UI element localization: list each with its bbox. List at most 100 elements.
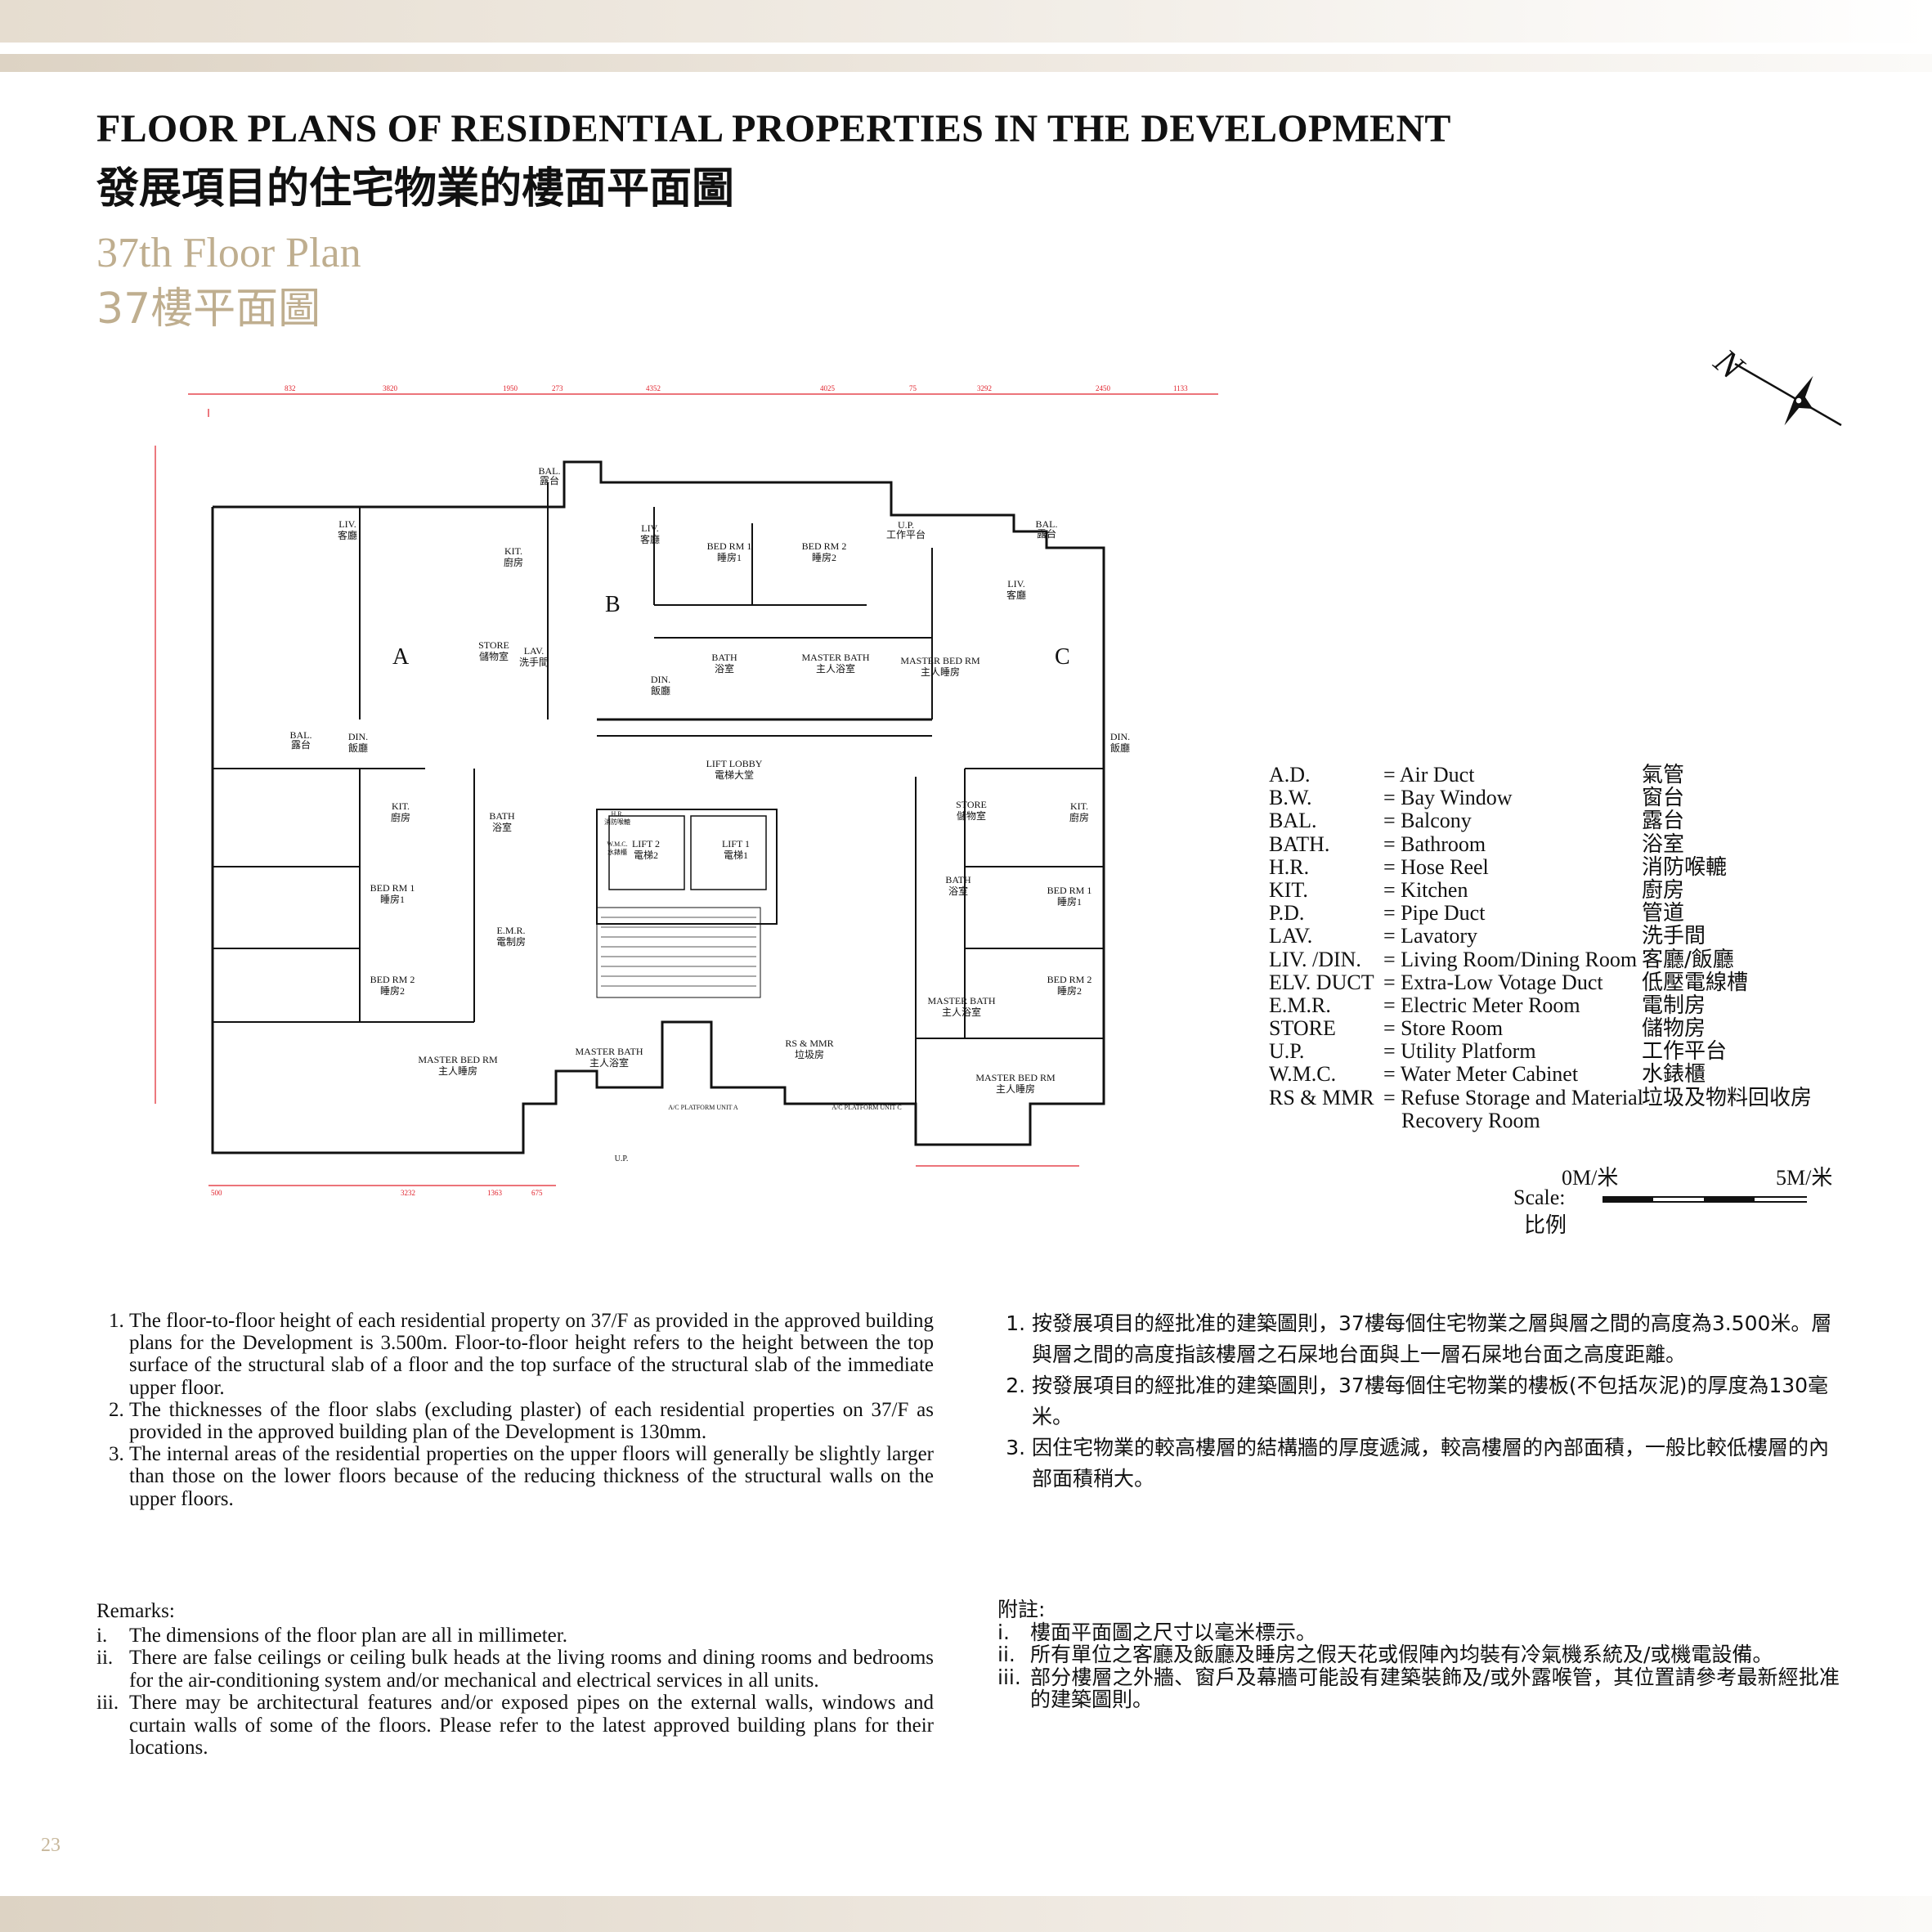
room-label: DIN. [651, 674, 670, 685]
legend-zh: 儲物房 [1642, 1016, 1706, 1042]
room-label: 廚房 [391, 811, 410, 823]
room-label: A/C PLATFORM UNIT A [668, 1104, 738, 1111]
remark-item: iii.There may be architectural features … [96, 1692, 934, 1759]
room-label: BED RM 1 [707, 540, 752, 552]
room-label: 主人浴室 [942, 1006, 981, 1018]
unit-labels: A B C [392, 592, 1070, 670]
legend-def: = Utility Platform [1383, 1039, 1536, 1064]
legend-def: = Extra-Low Votage Duct [1383, 970, 1603, 994]
stair-treads [601, 917, 756, 987]
legend-zh: 水錶櫃 [1642, 1062, 1706, 1087]
room-label: 主人睡房 [921, 666, 960, 678]
remark-item: ii.There are false ceilings or ceiling b… [96, 1647, 934, 1692]
note-item: 按發展項目的經批准的建築圖則，37樓每個住宅物業的樓板(不包括灰泥)的厚度為13… [1032, 1370, 1840, 1432]
legend-zh: 氣管 [1642, 763, 1685, 787]
room-label: 露台 [291, 738, 311, 751]
legend-zh: 露台 [1642, 809, 1685, 834]
top-dimensions: 832 3820 1950 273 4352 4025 75 3292 2450… [285, 384, 1188, 392]
room-label: MASTER BED RM [975, 1072, 1056, 1083]
room-label: 主人睡房 [438, 1065, 477, 1077]
note-item: The thicknesses of the floor slabs (excl… [129, 1399, 934, 1443]
room-label: 廚房 [504, 556, 523, 568]
legend-def: = Hose Reel [1383, 854, 1489, 879]
legend-def: = Kitchen [1383, 877, 1468, 902]
room-label: BATH [711, 652, 737, 663]
remark-item: i.The dimensions of the floor plan are a… [96, 1624, 567, 1647]
dim-label: 1950 [503, 384, 518, 392]
legend-def: = Water Meter Cabinet [1383, 1062, 1579, 1087]
dim-label: 3820 [383, 384, 398, 392]
room-label: 睡房1 [1057, 895, 1082, 908]
room-label: 飯廳 [1110, 742, 1130, 754]
floor-plan-subtitle-zh: 37樓平面圖 [96, 285, 321, 334]
room-label: 睡房2 [380, 984, 405, 997]
unit-label-b: B [605, 592, 621, 617]
room-label: KIT. [392, 800, 410, 812]
room-label: LIFT 2 [632, 838, 660, 849]
room-label: RS & MMR [785, 1038, 833, 1049]
legend-abbr: LIV. /DIN. [1269, 947, 1361, 971]
legend-def: = Living Room/Dining Room [1383, 947, 1638, 971]
room-label: 洗手間 [519, 657, 549, 668]
room-label: 電梯2 [634, 849, 658, 861]
room-label: BED RM 2 [370, 974, 415, 985]
dim-label: 273 [552, 384, 563, 392]
room-label: 睡房1 [717, 551, 742, 563]
bottom-dimensions: 500 3232 1363 675 [211, 1189, 543, 1197]
room-label: 客廳 [1006, 589, 1026, 601]
legend-abbr: H.R. [1269, 854, 1310, 879]
room-label: BATH [489, 810, 515, 822]
room-label: 主人浴室 [589, 1056, 629, 1069]
scale-label: Scale: [1513, 1186, 1566, 1209]
legend-abbr: RS & MMR [1269, 1085, 1374, 1109]
legend-abbr: W.M.C. [1269, 1062, 1337, 1087]
scale-bar-graphic [1603, 1196, 1807, 1203]
dim-label: 675 [531, 1189, 543, 1197]
room-label: 露台 [1037, 527, 1056, 540]
room-label: MASTER BED RM [418, 1054, 498, 1065]
legend-def: = Pipe Duct [1383, 901, 1486, 926]
dim-label: 75 [909, 384, 917, 392]
room-label: A/C PLATFORM UNIT C [832, 1104, 901, 1111]
dim-label: 3232 [401, 1189, 415, 1197]
note-item: The floor-to-floor height of each reside… [129, 1310, 934, 1399]
room-label: 浴室 [715, 662, 734, 675]
room-label: 飯廳 [348, 742, 368, 754]
legend-abbr: STORE [1269, 1016, 1336, 1041]
room-label: 睡房2 [1057, 984, 1082, 997]
dim-label: 832 [285, 384, 296, 392]
dim-label: 1363 [487, 1189, 503, 1197]
notes-zh: 按發展項目的經批准的建築圖則，37樓每個住宅物業之層與層之間的高度為3.500米… [997, 1308, 1840, 1495]
room-label: MASTER BATH [801, 652, 869, 663]
legend-abbr: E.M.R. [1269, 993, 1331, 1017]
room-label: 主人睡房 [996, 1083, 1035, 1095]
legend-zh: 工作平台 [1642, 1039, 1728, 1065]
unit-label-a: A [392, 644, 410, 670]
page-title: FLOOR PLANS OF RESIDENTIAL PROPERTIES IN… [96, 107, 1451, 150]
legend-abbr: KIT. [1269, 877, 1308, 902]
legend-def: = Lavatory [1383, 924, 1478, 948]
note-item: 按發展項目的經批准的建築圖則，37樓每個住宅物業之層與層之間的高度為3.500米… [1032, 1308, 1840, 1370]
remark-item: ii.所有單位之客廳及飯廳及睡房之假天花或假陣內均裝有冷氣機系統及/或機電設備。 [997, 1643, 1773, 1666]
room-label: BED RM 1 [1047, 885, 1092, 896]
room-label: 露台 [540, 474, 559, 486]
scale-label-zh: 比例 [1524, 1213, 1567, 1238]
legend-abbr: P.D. [1269, 901, 1305, 926]
room-label: 睡房1 [380, 893, 405, 905]
room-label: 電梯1 [724, 849, 748, 861]
room-label: 主人浴室 [816, 662, 855, 675]
top-decor-band [0, 0, 1932, 43]
room-label: 儲物室 [957, 809, 986, 822]
legend-def: = Electric Meter Room [1383, 993, 1580, 1017]
room-label: 客廳 [338, 529, 357, 541]
legend-def: = Store Room [1383, 1016, 1504, 1041]
room-label: LAV. [524, 645, 545, 657]
legend-abbr: U.P. [1269, 1039, 1305, 1064]
room-label: 儲物室 [479, 650, 509, 662]
page-title-zh: 發展項目的住宅物業的樓面平面圖 [96, 164, 735, 213]
remark-item: iii.部分樓層之外牆、窗戶及幕牆可能設有建築裝飾及/或外露喉管，其位置請參考最… [997, 1665, 1840, 1711]
note-item: 因住宅物業的較高樓層的結構牆的厚度遞減，較高樓層的內部面積，一般比較低樓層的內部… [1032, 1432, 1840, 1495]
room-label: BED RM 1 [370, 882, 415, 894]
room-label: DIN. [348, 731, 368, 742]
legend-zh: 消防喉轆 [1642, 854, 1728, 880]
